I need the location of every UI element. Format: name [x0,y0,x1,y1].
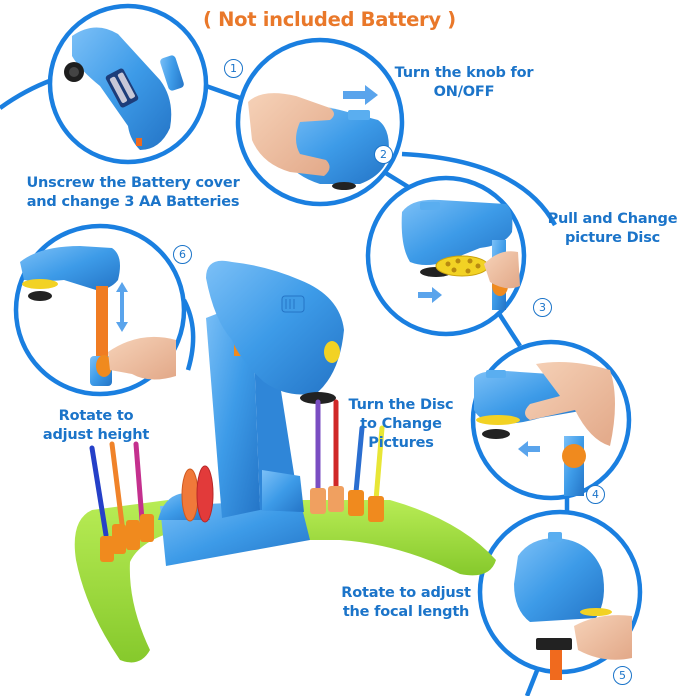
step-1-caption: Unscrew the Battery cover and change 3 A… [18,174,248,212]
step-number-2: 2 [374,145,393,164]
step-4-caption-line-1: Turn the Disc [348,397,454,413]
step-3-caption-line-2: picture Disc [564,230,661,246]
step-6-caption: Rotate to adjust height [36,407,156,445]
step-6-caption-line-1: Rotate to [58,408,134,424]
step-1-caption-line-2: and change 3 AA Batteries [26,194,240,210]
step-5-caption: Rotate to adjust the focal length [336,584,476,622]
step-6-caption-line-2: adjust height [42,427,150,443]
step-number-5: 5 [613,666,632,685]
step-2-caption-line-1: Turn the knob for [394,65,534,81]
step-number-3: 3 [533,298,552,317]
step-5-caption-line-1: Rotate to adjust [341,585,471,601]
step-number-1: 1 [224,59,243,78]
step-3-caption: Pull and Change picture Disc [540,210,679,248]
step-number-6: 6 [173,245,192,264]
step-4-caption-line-3: Pictures [368,435,434,451]
battery-not-included-note: ( Not included Battery ) [203,8,456,31]
step-5-caption-line-2: the focal length [342,604,470,620]
step-4-caption-line-2: to Change [360,416,442,432]
step-2-caption: Turn the knob for ON/OFF [384,64,544,102]
step-1-caption-line-1: Unscrew the Battery cover [26,175,240,191]
step-4-caption: Turn the Disc to Change Pictures [346,396,456,453]
step-number-4: 4 [586,485,605,504]
step-2-caption-line-2: ON/OFF [433,84,495,100]
step-3-caption-line-1: Pull and Change [547,211,678,227]
